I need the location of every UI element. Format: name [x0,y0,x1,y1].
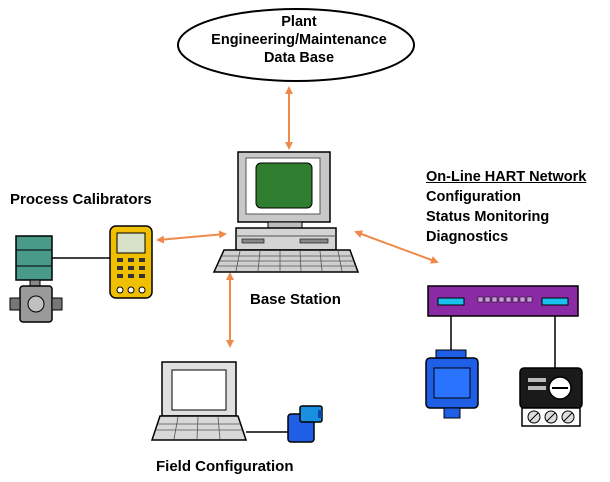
network-info: On-Line HART Network Configuration Statu… [426,167,586,247]
field-transmitter-icon [287,405,323,443]
laptop-icon [150,361,290,441]
database-ellipse [177,8,415,82]
field-configuration-label: Field Configuration [156,458,294,475]
pressure-transmitter-icon [9,235,112,323]
field-device-blue-icon [425,349,479,419]
network-title: On-Line HART Network [426,169,587,185]
arrow-base-to-calibrators [156,230,227,244]
database-line-1: Plant [281,14,317,30]
database-line-2: Engineering/Maintenance [211,32,387,48]
hart-network-bus-icon [427,285,579,368]
database-label: Plant Engineering/Maintenance Data Base [180,13,418,67]
base-station-computer-icon [212,151,360,273]
database-line-3: Data Base [263,50,335,66]
network-item-status-monitoring: Status Monitoring [426,209,550,225]
connection-arrows [156,86,439,348]
valve-positioner-icon [519,367,583,427]
process-calibrators-label: Process Calibrators [10,191,152,208]
process-calibrator-icon [109,225,153,299]
base-station-label: Base Station [250,291,341,308]
arrow-base-to-network [354,230,439,264]
network-item-diagnostics: Diagnostics [426,229,509,245]
monitor-screen [255,162,313,209]
network-item-configuration: Configuration [426,189,522,205]
